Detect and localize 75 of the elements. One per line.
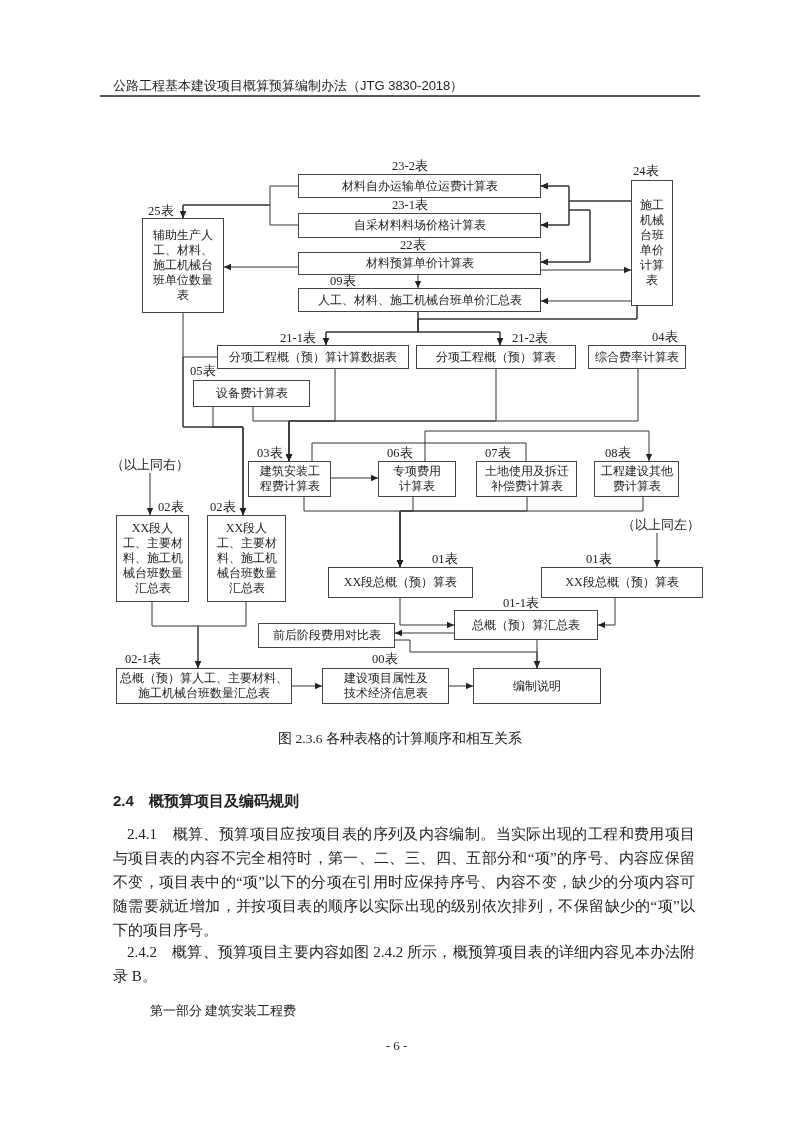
subheading: 第一部分 建筑安装工程费 [150,1003,298,1020]
table-number: 22表 [400,238,426,252]
arrow [597,597,616,629]
arrow [399,597,455,629]
arrow [291,682,323,690]
table-box: 材料预算单价计算表 [298,252,541,275]
table-number: 07表 [485,446,511,460]
arrow [252,406,293,462]
table-box: 材料自办运输单位运费计算表 [298,174,541,198]
table-number: 25表 [148,204,174,218]
table-box: XX段人工、主要材料、施工机械台班数量汇总表 [207,515,286,602]
arrow [330,474,379,482]
table-box: 建设项目属性及技术经济信息表 [322,668,449,704]
arrow [194,601,247,669]
table-box: XX段总概（预）算表 [541,567,703,598]
page-number: - 6 - [384,1038,409,1055]
arrow [394,629,455,637]
table-number: 01表 [586,552,612,566]
table-box: 建筑安装工程费计算表 [248,461,331,497]
table-box: 设备费计算表 [193,380,310,407]
table-box: 施工机械台班单价计算表 [631,180,673,306]
figure-caption: 图 2.3.6 各种表格的计算顺序和相互关系 [277,730,523,748]
table-box: 总概（预）算汇总表 [454,610,598,640]
table-box: 分项工程概（预）算表 [416,345,576,369]
arrow [414,274,422,289]
arrow [448,682,474,690]
table-box: 辅助生产人工、材料、施工机械台班单位数量表 [142,218,224,313]
arrow [417,305,638,346]
table-box: 土地使用及拆迁补偿费计算表 [476,461,577,497]
table-box: 综合费率计算表 [588,345,686,369]
table-number: 23-2表 [392,159,428,173]
table-number: 02-1表 [125,652,161,666]
table-box: 专项费用计算表 [378,461,456,497]
table-number: 05表 [190,364,216,378]
note-text: （以上同右） [110,457,190,473]
note-text: （以上同左） [618,517,704,533]
arrow [212,406,247,516]
table-number: 04表 [652,330,678,344]
body-paragraph: 2.4.1 概算、预算项目应按项目表的序列及内容编制。当实际出现的工程和费用项目与项目表的内容不完全相符时，第一、二、三、四、五部分和“项”的序号、内容应保留不变，项目表中的“项”以下的分项在引用时应保持序号、内容不变，缺少的分项内容可随需要就近增加，并按项目表的顺序以实际出现的级别依次排列，不保留缺少的“项”以下的项目序号。 [113,825,695,940]
table-box: XX段总概（预）算表 [328,567,473,598]
table-number: 06表 [387,446,413,460]
table-box: 工程建设其他费计算表 [594,461,679,497]
table-number: 08表 [605,446,631,460]
page-header: 公路工程基本建设项目概算预算编制办法（JTG 3830-2018） [113,78,465,95]
arrow [396,496,644,568]
arrow [540,297,632,305]
table-box: 前后阶段费用对比表 [258,623,395,648]
table-number: 01-1表 [503,596,539,610]
table-number: 23-1表 [392,198,428,212]
table-number: 09表 [330,274,356,288]
arrow [146,472,154,516]
body-paragraph: 2.4.2 概算、预算项目主要内容如图 2.4.2 所示，概预算项目表的详细内容见本办法附录 B。 [113,943,695,986]
table-box: 分项工程概（预）算计算数据表 [217,345,409,369]
table-number: 00表 [372,652,398,666]
table-box: 编制说明 [473,668,601,704]
table-number: 01表 [432,552,458,566]
table-number: 03表 [257,446,283,460]
table-number: 21-1表 [280,331,316,345]
connector-line [311,442,527,462]
table-number: 21-2表 [512,331,548,345]
table-number: 02表 [158,500,184,514]
arrow [653,532,661,568]
table-number: 24表 [633,164,659,178]
arrow [424,430,653,462]
arrow [540,266,632,274]
table-box: 总概（预）算人工、主要材料、施工机械台班数量汇总表 [116,668,292,704]
arrow [540,182,591,266]
arrow [179,204,299,226]
arrow [394,639,541,669]
table-box: 人工、材料、施工机械台班单价汇总表 [298,288,541,312]
table-box: XX段人工、主要材料、施工机械台班数量汇总表 [116,515,189,602]
arrow [223,263,299,271]
table-box: 自采材料料场价格计算表 [298,213,541,238]
section-heading: 2.4 概预算项目及编码规则 [113,791,300,811]
table-number: 02表 [210,500,236,514]
